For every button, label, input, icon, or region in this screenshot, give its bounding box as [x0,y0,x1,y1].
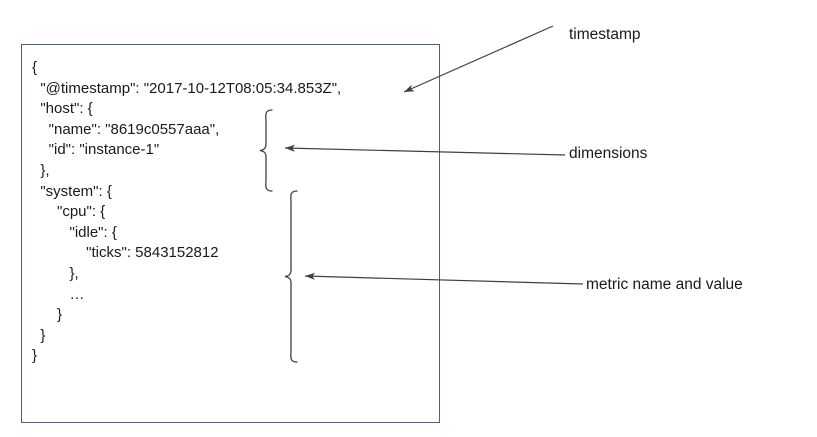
annotation-label-dimensions: dimensions [569,145,648,162]
annotation-label-metric: metric name and value [586,276,743,293]
annotation-label-timestamp: timestamp [569,26,641,43]
json-document-text: { "@timestamp": "2017-10-12T08:05:34.853… [32,59,342,365]
json-document-box: { "@timestamp": "2017-10-12T08:05:34.853… [21,44,440,423]
